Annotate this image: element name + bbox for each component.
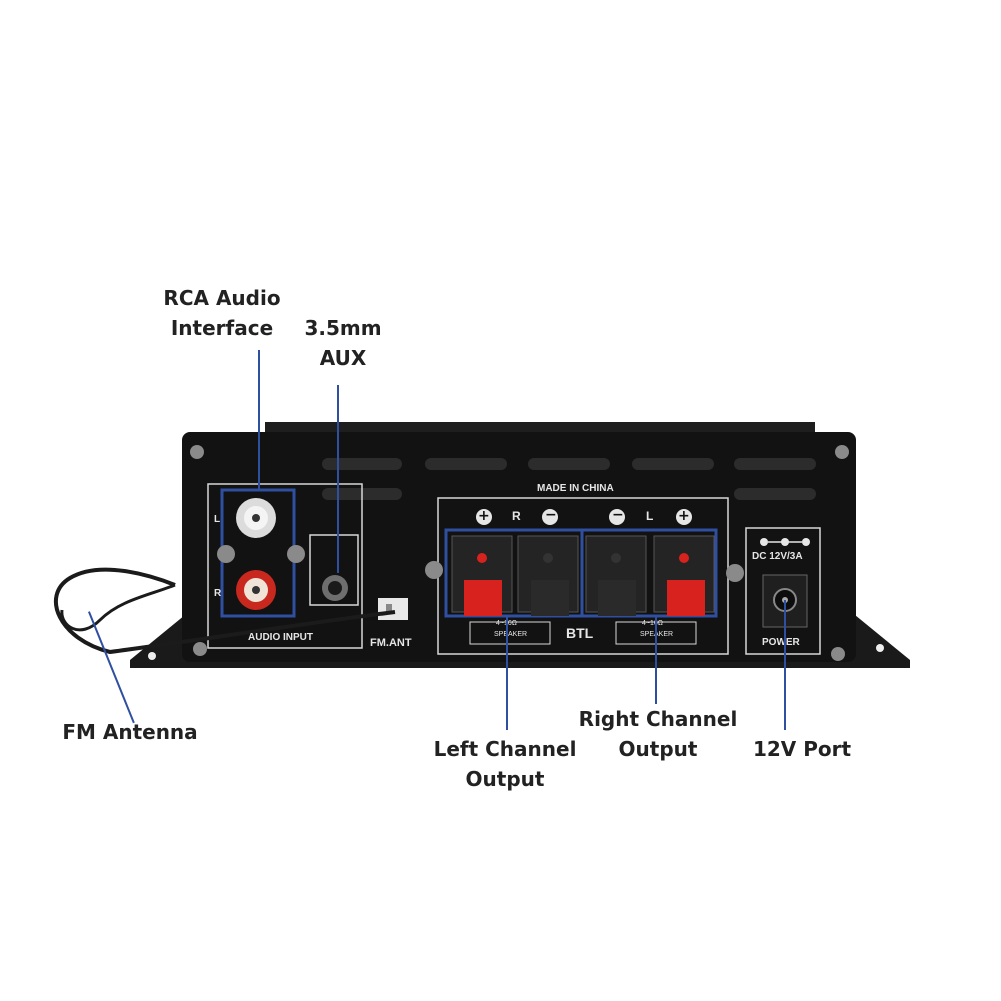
rca-r-label: R bbox=[214, 588, 222, 599]
left-channel-output-callout: Left Channel Output bbox=[433, 737, 577, 791]
fm-ant-label: FM.ANT bbox=[370, 637, 412, 649]
12v-port-callout: 12V Port bbox=[752, 737, 852, 761]
right-output-leader-line bbox=[655, 616, 657, 704]
aux-callout: 3.5mm AUX bbox=[304, 316, 382, 370]
dc-rating-label: DC 12V/3A bbox=[752, 551, 803, 562]
rca-leader-line bbox=[258, 350, 260, 490]
channel-l-label: L bbox=[646, 509, 654, 523]
audio-input-frame bbox=[207, 483, 363, 649]
plus-icon: + bbox=[478, 508, 490, 524]
aux-jack bbox=[322, 575, 348, 601]
speaker-terminals bbox=[451, 535, 715, 616]
left-output-leader-line bbox=[506, 616, 508, 730]
rca-jack-right bbox=[236, 570, 276, 610]
vent-slots bbox=[322, 458, 816, 500]
channel-r-label: R bbox=[512, 509, 521, 523]
right-channel-output-callout: Right Channel Output bbox=[578, 707, 738, 761]
audio-input-label: AUDIO INPUT bbox=[248, 632, 313, 643]
fm-antenna-callout: FM Antenna bbox=[62, 720, 198, 744]
minus-icon: − bbox=[612, 507, 624, 523]
plus-icon: + bbox=[678, 508, 690, 524]
rca-l-label: L bbox=[214, 514, 221, 525]
speaker-spec-right: 4~16Ω bbox=[642, 620, 663, 627]
power-section-frame bbox=[745, 527, 821, 655]
aux-leader-line bbox=[337, 385, 339, 573]
rca-audio-interface-callout: RCA Audio Interface bbox=[163, 286, 281, 340]
btl-label: BTL bbox=[566, 625, 594, 641]
rca-jack-left bbox=[236, 498, 276, 538]
power-label: POWER bbox=[762, 637, 800, 648]
panel-screws bbox=[190, 445, 849, 661]
port-leader-line bbox=[784, 600, 786, 730]
minus-icon: − bbox=[545, 507, 557, 523]
fm-antenna-connector bbox=[378, 598, 408, 620]
antenna-cable bbox=[53, 567, 396, 655]
speaker-label-left: SPEAKER bbox=[494, 631, 528, 638]
made-in-label: MADE IN CHINA bbox=[537, 483, 614, 494]
